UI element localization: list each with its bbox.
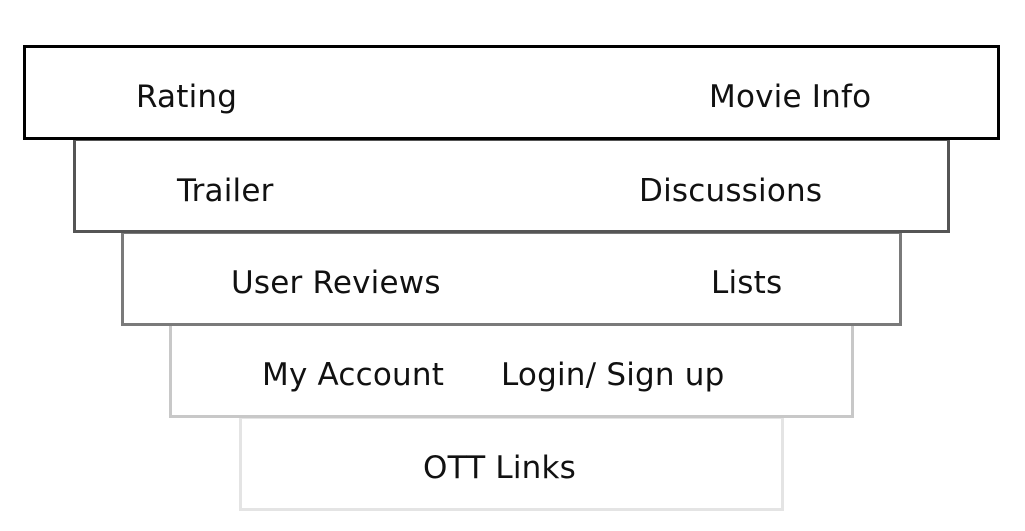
my-account-label: My Account xyxy=(262,357,445,393)
priority-tier-5: OTT Links xyxy=(239,416,784,511)
movie-info-label: Movie Info xyxy=(709,79,872,115)
priority-tier-2: Trailer Discussions xyxy=(73,138,950,233)
trailer-label: Trailer xyxy=(177,173,274,209)
ott-links-label: OTT Links xyxy=(423,450,577,486)
login-signup-label: Login/ Sign up xyxy=(501,357,725,393)
priority-tier-3: User Reviews Lists xyxy=(121,231,902,326)
user-reviews-label: User Reviews xyxy=(231,265,441,301)
priority-tier-4: My Account Login/ Sign up xyxy=(169,323,854,418)
priority-tier-1: Rating Movie Info xyxy=(23,45,1000,140)
rating-label: Rating xyxy=(136,79,238,115)
discussions-label: Discussions xyxy=(639,173,823,209)
lists-label: Lists xyxy=(711,265,783,301)
